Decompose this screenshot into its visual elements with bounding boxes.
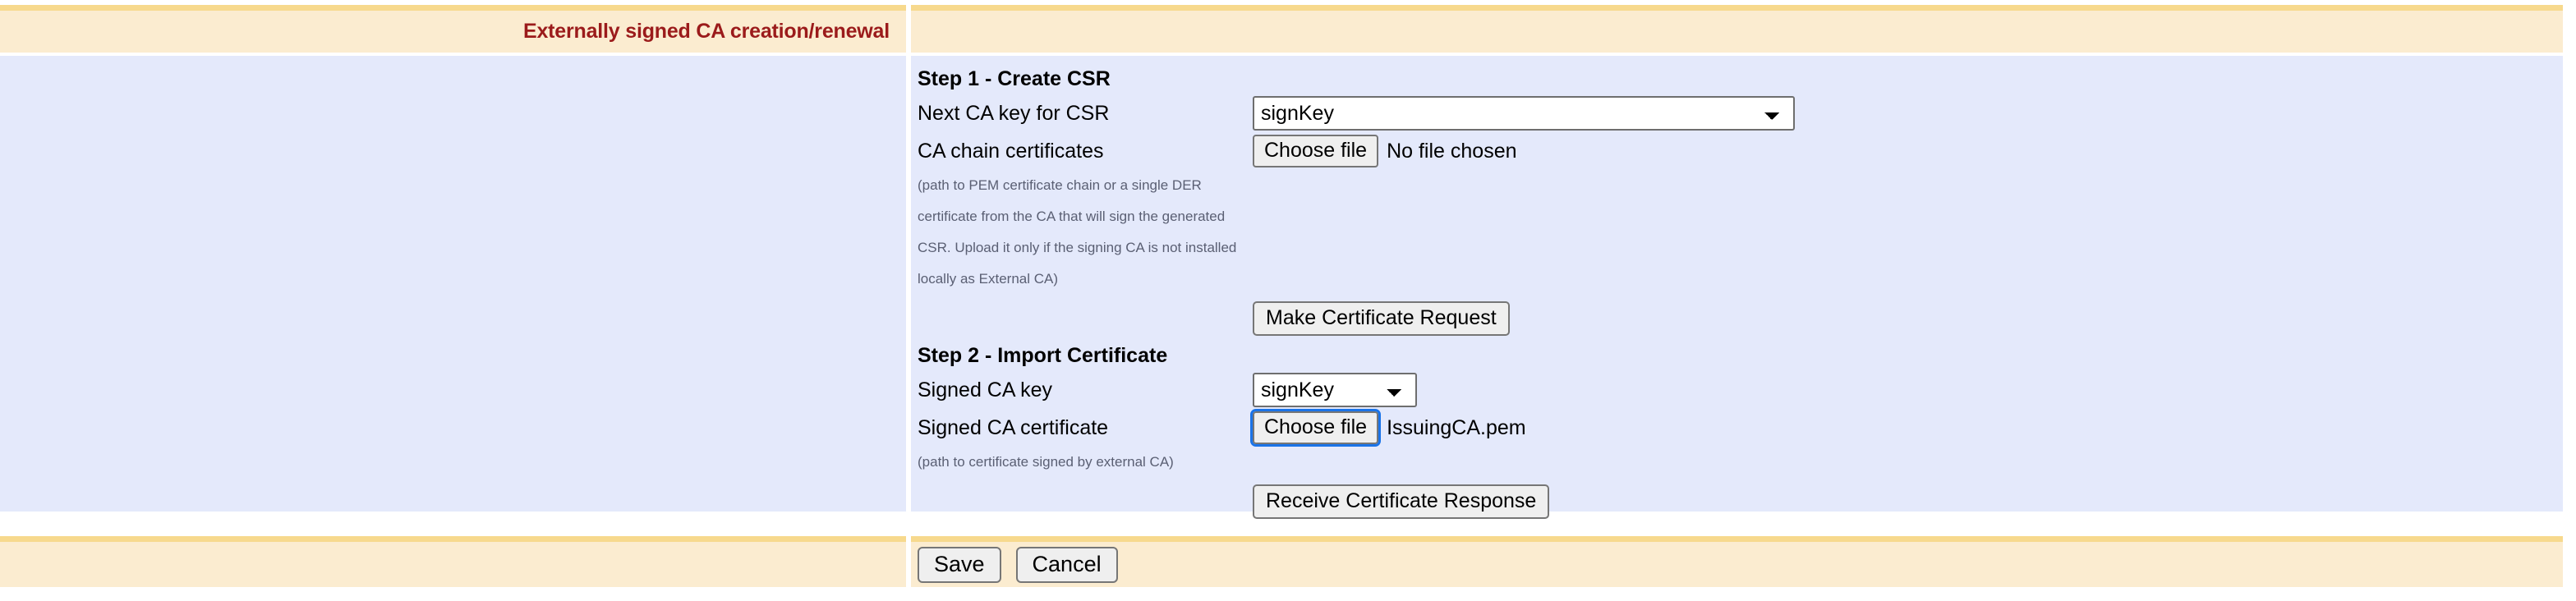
- header-row: Externally signed CA creation/renewal: [0, 5, 2576, 53]
- signed-ca-certificate-hint-text: (path to certificate signed by external …: [918, 454, 1174, 470]
- header-spacer-cell: [911, 5, 2563, 53]
- left-empty-panel: [0, 56, 906, 512]
- step1-key-label: Next CA key for CSR: [918, 101, 1110, 125]
- step2-heading: Step 2 - Import Certificate: [918, 344, 1168, 367]
- ca-chain-choose-file-button[interactable]: Choose file: [1253, 135, 1379, 167]
- page-title: Externally signed CA creation/renewal: [523, 20, 890, 43]
- externally-signed-ca-form: Step 1 - Create CSR Next CA key for CSR …: [918, 56, 2563, 524]
- step2-cert-row: Signed CA certificate Choose file Issuin…: [918, 409, 2563, 447]
- step1-button-row: Make Certificate Request: [918, 295, 2563, 341]
- cancel-button[interactable]: Cancel: [1015, 546, 1118, 583]
- step2-hint-row: (path to certificate signed by external …: [918, 447, 2563, 478]
- footer-left-cell: [0, 536, 906, 587]
- step1-chain-row: CA chain certificates Choose file No fil…: [918, 132, 2563, 170]
- ca-chain-certificates-label: CA chain certificates: [918, 139, 1104, 163]
- step1-heading: Step 1 - Create CSR: [918, 67, 1111, 90]
- footer-actions-cell: Save Cancel: [911, 536, 2563, 587]
- signed-ca-certificate-choose-file-button[interactable]: Choose file: [1249, 409, 1382, 447]
- save-button[interactable]: Save: [918, 546, 1001, 583]
- next-ca-key-select[interactable]: signKey: [1253, 96, 1795, 131]
- footer-row: Save Cancel: [0, 536, 2576, 587]
- make-certificate-request-button[interactable]: Make Certificate Request: [1253, 301, 1510, 336]
- ca-chain-file-input[interactable]: Choose file No file chosen: [1253, 135, 1517, 167]
- step1-hint-row: (path to PEM certificate chain or a sing…: [918, 170, 2563, 295]
- ca-chain-hint-text: (path to PEM certificate chain or a sing…: [918, 177, 1237, 287]
- step1-key-row: Next CA key for CSR signKey: [918, 94, 2563, 132]
- body-row: Step 1 - Create CSR Next CA key for CSR …: [0, 56, 2576, 519]
- signed-ca-key-label: Signed CA key: [918, 378, 1052, 401]
- signed-ca-key-select[interactable]: signKey: [1253, 373, 1417, 407]
- form-panel: Step 1 - Create CSR Next CA key for CSR …: [911, 56, 2563, 519]
- receive-certificate-response-button[interactable]: Receive Certificate Response: [1253, 484, 1550, 519]
- signed-ca-certificate-label: Signed CA certificate: [918, 415, 1109, 439]
- step2-key-row: Signed CA key signKey: [918, 371, 2563, 409]
- ca-chain-file-name: No file chosen: [1387, 139, 1517, 163]
- signed-ca-certificate-file-input[interactable]: Choose file IssuingCA.pem: [1249, 409, 1526, 447]
- signed-ca-certificate-file-name: IssuingCA.pem: [1387, 415, 1526, 439]
- header-title-cell: Externally signed CA creation/renewal: [0, 5, 906, 53]
- step2-button-row: Receive Certificate Response: [918, 478, 2563, 524]
